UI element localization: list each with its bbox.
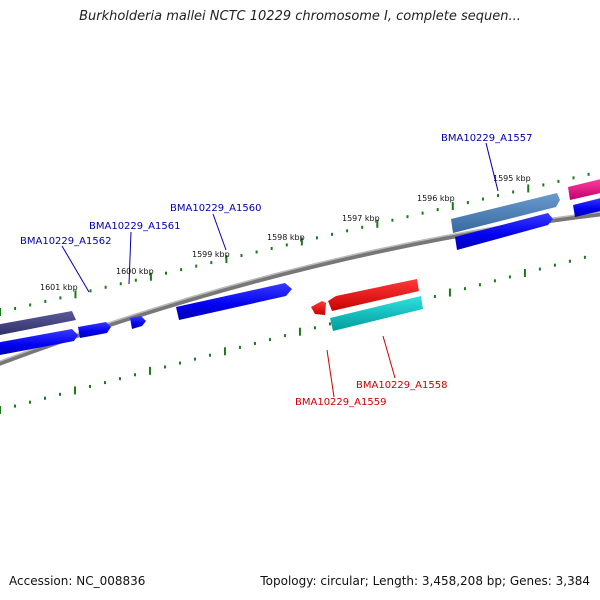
tick-label-1595: 1595 kbp <box>493 174 531 183</box>
leader-line-a1559 <box>326 349 335 398</box>
leader-line-a1558 <box>382 335 396 379</box>
leader-line-a1562 <box>61 245 90 293</box>
gene-arrow-blue <box>455 213 553 250</box>
gene-arrow-dark-slate <box>0 311 76 336</box>
gene-label-a1559: BMA10229_A1559 <box>295 397 386 408</box>
gene-label-a1560: BMA10229_A1560 <box>170 203 261 214</box>
accession-text: Accession: NC_008836 <box>9 574 146 588</box>
gene-arrow-blue <box>0 329 78 356</box>
gene-arrow-blue <box>573 198 600 217</box>
tick-label-1600: 1600 kbp <box>116 267 154 276</box>
gene-label-a1558: BMA10229_A1558 <box>356 380 447 391</box>
genome-summary-text: Topology: circular; Length: 3,458,208 bp… <box>260 574 590 588</box>
map-title: Burkholderia mallei NCTC 10229 chromosom… <box>79 9 521 24</box>
leader-line-a1561 <box>128 231 132 285</box>
leader-line-a1557 <box>485 142 499 192</box>
gene-arrow-blue <box>78 322 111 338</box>
gene-arrow-red <box>328 279 419 311</box>
gene-arrow-cyan <box>330 296 423 331</box>
gene-arrow-red <box>311 301 326 315</box>
tick-label-1596: 1596 kbp <box>417 194 455 203</box>
gene-label-a1561: BMA10229_A1561 <box>89 221 180 232</box>
gene-arrow-magenta <box>568 179 600 200</box>
tick-label-1601: 1601 kbp <box>40 283 78 292</box>
tick-label-1599: 1599 kbp <box>192 250 230 259</box>
gene-arrow-blue <box>176 283 292 320</box>
tick-label-1598: 1598 kbp <box>267 233 305 242</box>
outer-scale-track <box>0 172 590 316</box>
leader-line-a1560 <box>212 213 227 251</box>
gene-arrow-blue <box>130 316 146 329</box>
gene-label-a1557: BMA10229_A1557 <box>441 133 532 144</box>
gene-arrow-steel-blue <box>451 193 560 233</box>
gene-label-a1562: BMA10229_A1562 <box>20 236 111 247</box>
tick-label-1597: 1597 kbp <box>342 214 380 223</box>
